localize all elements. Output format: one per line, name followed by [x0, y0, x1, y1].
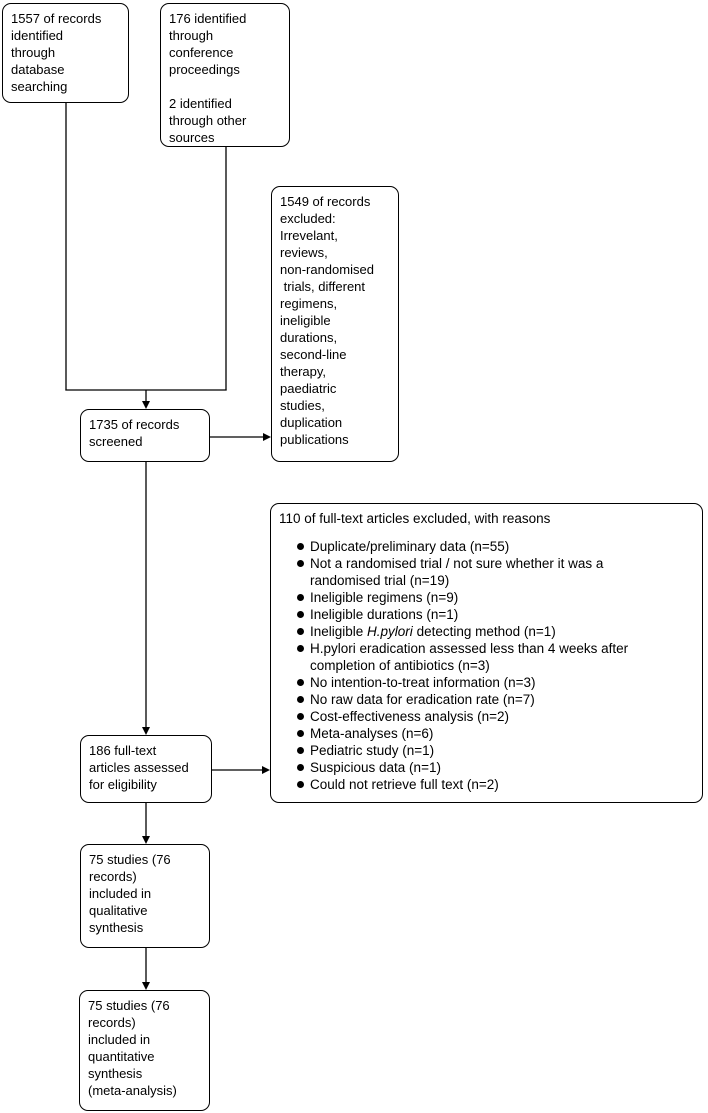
exclusion-reason-item: Ineligible H.pylori detecting method (n=… — [297, 623, 694, 640]
arrowhead-screened-to-excluded — [263, 433, 271, 441]
box-quantitative-synthesis-text: 75 studies (76 records) included in quan… — [88, 998, 177, 1098]
exclusion-reason-item: Cost-effectiveness analysis (n=2) — [297, 708, 694, 725]
bullet-icon — [297, 611, 304, 618]
arrowhead-to-quantitative — [142, 982, 150, 990]
bullet-icon — [297, 730, 304, 737]
box-records-identified-database: 1557 of records identified through datab… — [2, 3, 129, 103]
exclusion-reason-text: Pediatric study (n=1) — [310, 743, 435, 758]
box-records-identified-other-text: 176 identified through conference procee… — [169, 11, 247, 145]
bullet-icon — [297, 696, 304, 703]
box-records-screened-text: 1735 of records screened — [89, 417, 180, 449]
exclusion-reason-text: No intention-to-treat information (n=3) — [310, 675, 536, 690]
exclusion-reason-text: Duplicate/preliminary data (n=55) — [310, 539, 510, 554]
exclusion-reason-text: Not a randomised trial / not sure whethe… — [310, 556, 604, 588]
exclusion-reason-text: Meta-analyses (n=6) — [310, 726, 434, 741]
arrowhead-assessed-to-excluded — [262, 766, 270, 774]
exclusion-reason-item: H.pylori eradication assessed less than … — [297, 640, 694, 674]
box-records-excluded-text: 1549 of records excluded: Irrevelant, re… — [280, 194, 374, 447]
exclusion-reason-text: H.pylori eradication assessed less than … — [310, 641, 629, 673]
exclusion-reason-text: Ineligible durations (n=1) — [310, 607, 459, 622]
bullet-icon — [297, 543, 304, 550]
exclusion-reason-item: Ineligible durations (n=1) — [297, 606, 694, 623]
bullet-icon — [297, 560, 304, 567]
arrowhead-to-screened — [142, 401, 150, 409]
exclusion-reason-item: Not a randomised trial / not sure whethe… — [297, 555, 694, 589]
box-records-identified-other: 176 identified through conference procee… — [160, 3, 290, 147]
box-qualitative-synthesis-text: 75 studies (76 records) included in qual… — [89, 852, 171, 935]
arrowhead-to-assessed — [142, 727, 150, 735]
box-fulltext-assessed: 186 full-text articles assessed for elig… — [80, 735, 212, 803]
exclusion-reason-item: No raw data for eradication rate (n=7) — [297, 691, 694, 708]
bullet-icon — [297, 781, 304, 788]
box-records-screened: 1735 of records screened — [80, 409, 210, 462]
exclusion-reason-item: Pediatric study (n=1) — [297, 742, 694, 759]
bullet-icon — [297, 628, 304, 635]
exclusion-reason-item: Suspicious data (n=1) — [297, 759, 694, 776]
box-fulltext-assessed-text: 186 full-text articles assessed for elig… — [89, 743, 189, 792]
bullet-icon — [297, 747, 304, 754]
arrowhead-to-qualitative — [142, 836, 150, 844]
exclusion-reason-text: Suspicious data (n=1) — [310, 760, 441, 775]
box-records-identified-database-text: 1557 of records identified through datab… — [11, 11, 102, 94]
exclusion-reason-item: Ineligible regimens (n=9) — [297, 589, 694, 606]
exclusion-reason-item: Duplicate/preliminary data (n=55) — [297, 538, 694, 555]
bullet-icon — [297, 679, 304, 686]
bullet-icon — [297, 645, 304, 652]
exclusion-reason-text: Ineligible regimens (n=9) — [310, 590, 459, 605]
fulltext-excluded-title: 110 of full-text articles excluded, with… — [279, 511, 551, 526]
box-fulltext-excluded: 110 of full-text articles excluded, with… — [270, 503, 703, 803]
box-quantitative-synthesis: 75 studies (76 records) included in quan… — [79, 990, 210, 1111]
exclusion-reason-text: Cost-effectiveness analysis (n=2) — [310, 709, 509, 724]
exclusion-reason-item: Meta-analyses (n=6) — [297, 725, 694, 742]
exclusion-reason-text: Could not retrieve full text (n=2) — [310, 777, 499, 792]
box-qualitative-synthesis: 75 studies (76 records) included in qual… — [80, 844, 210, 948]
exclusion-reason-item: No intention-to-treat information (n=3) — [297, 674, 694, 691]
bullet-icon — [297, 594, 304, 601]
bullet-icon — [297, 713, 304, 720]
exclusion-reason-item: Could not retrieve full text (n=2) — [297, 776, 694, 793]
exclusion-reason-text: No raw data for eradication rate (n=7) — [310, 692, 535, 707]
exclusion-reasons-list: Duplicate/preliminary data (n=55) Not a r… — [279, 538, 694, 793]
bullet-icon — [297, 764, 304, 771]
box-records-excluded: 1549 of records excluded: Irrevelant, re… — [271, 186, 399, 462]
exclusion-reason-text: Ineligible H.pylori detecting method (n=… — [310, 624, 556, 639]
